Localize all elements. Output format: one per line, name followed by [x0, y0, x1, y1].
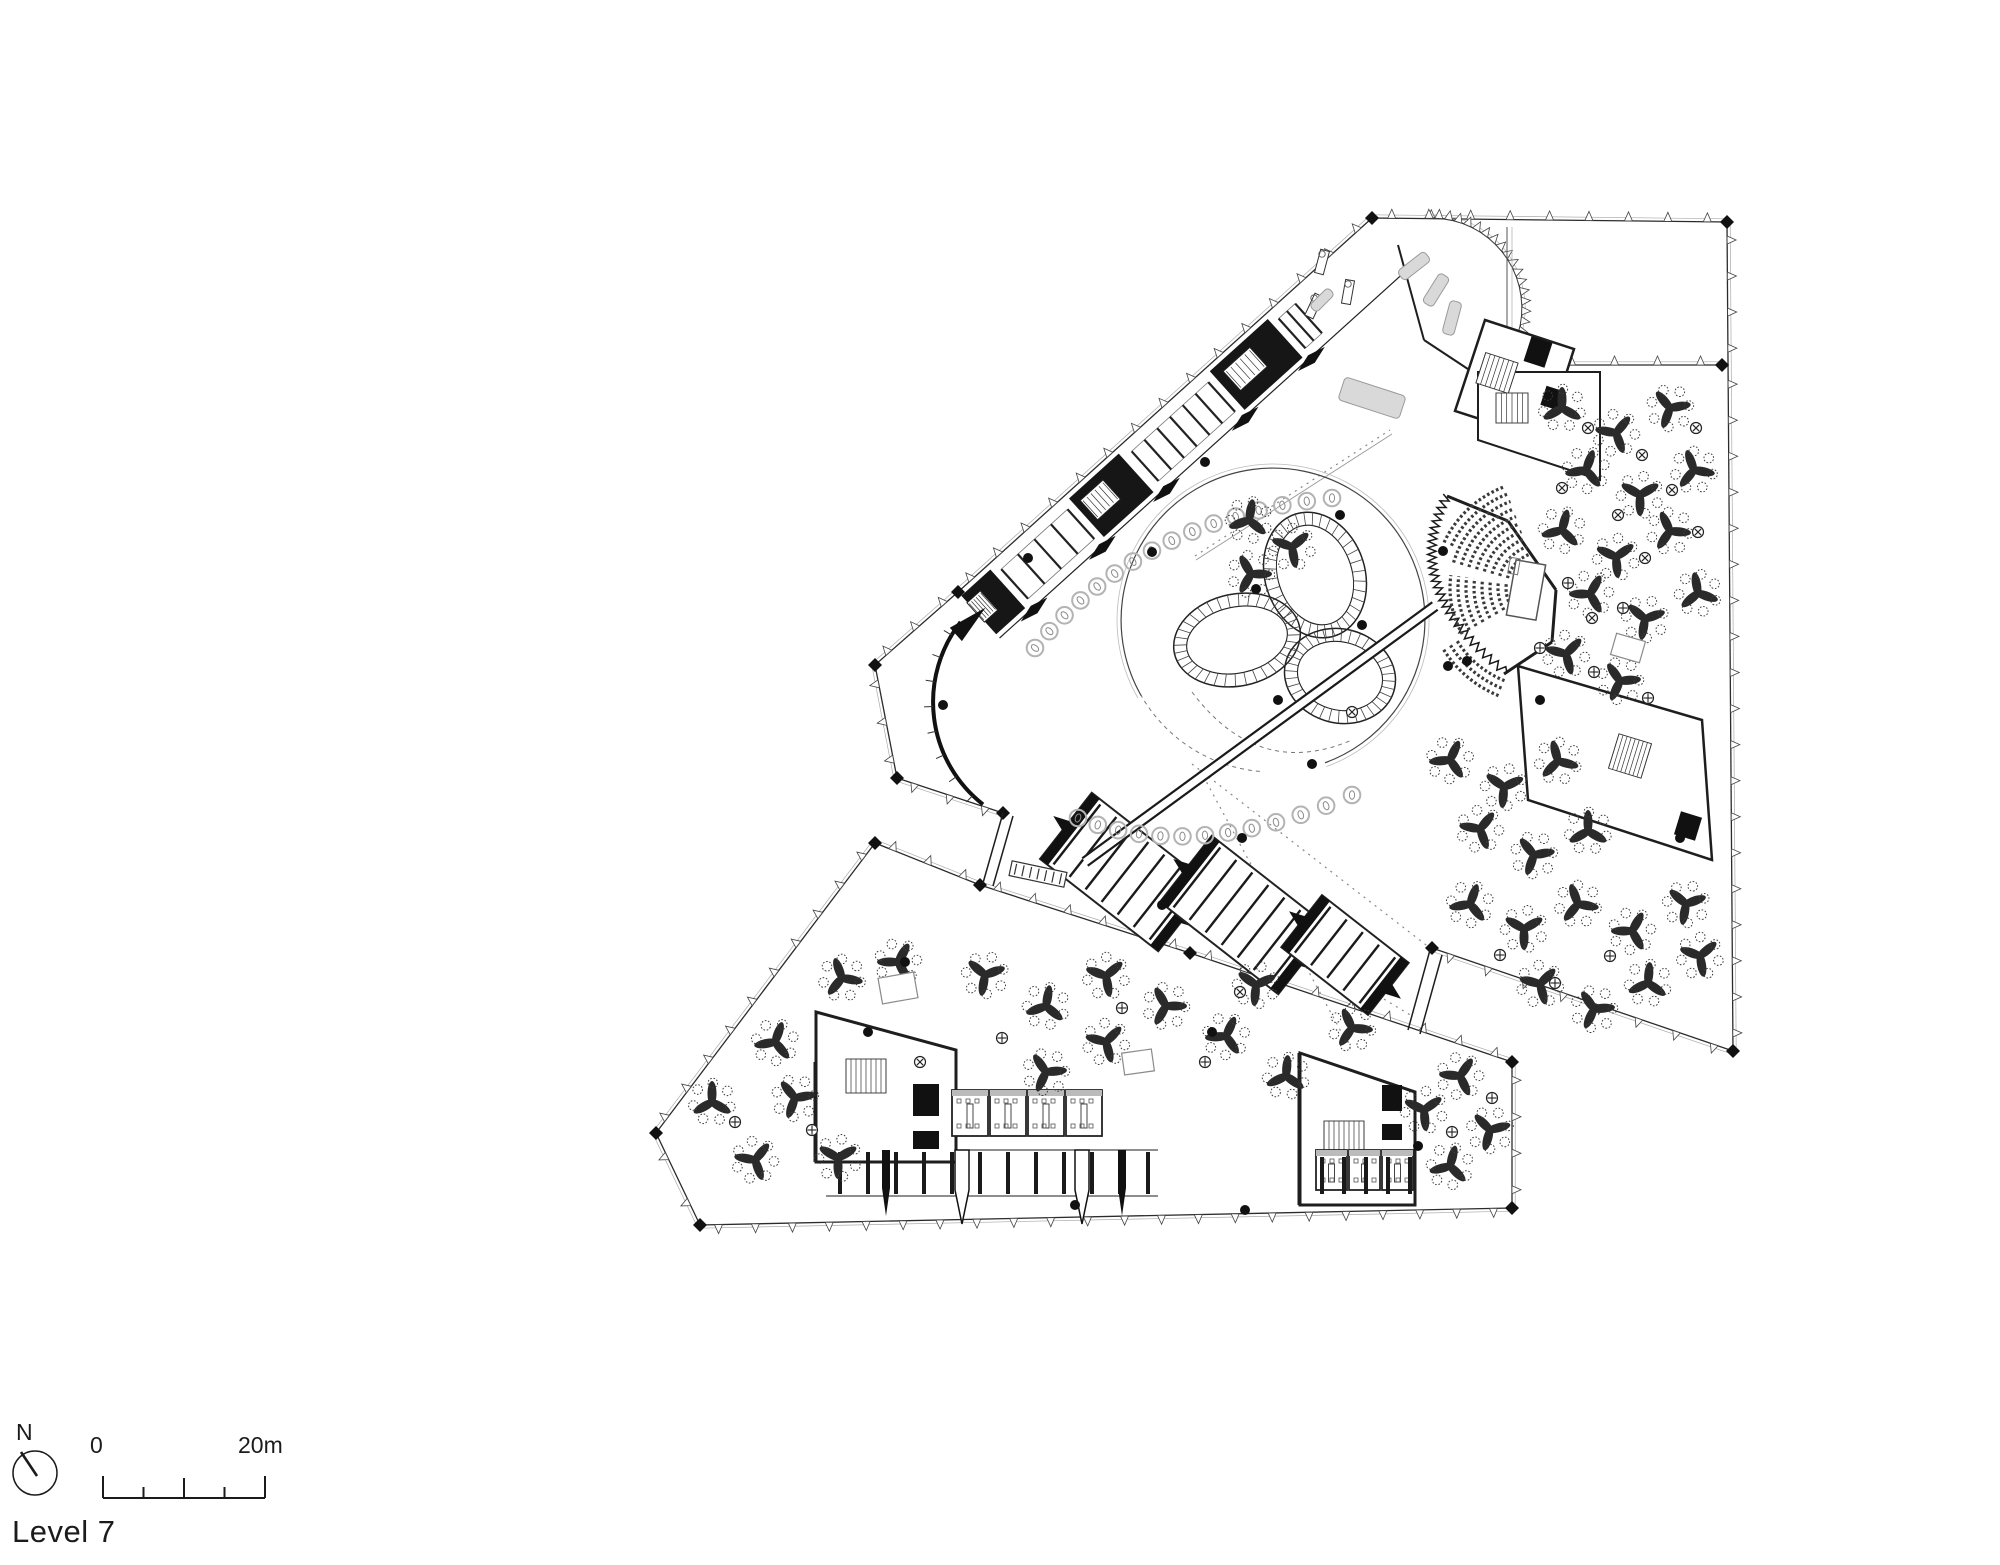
columns-and-symbols [728, 421, 1705, 1215]
furniture-layer [688, 251, 1734, 1194]
scale-end-label: 20m [238, 1432, 283, 1458]
scale-zero-label: 0 [90, 1432, 103, 1458]
building-facades [649, 208, 1743, 1235]
north-label: N [16, 1419, 33, 1445]
level-title: Level 7 [12, 1514, 116, 1549]
legend-graphics [12, 1450, 266, 1499]
stair-elevator-cores [838, 248, 1703, 1225]
auditorium [1425, 484, 1547, 698]
